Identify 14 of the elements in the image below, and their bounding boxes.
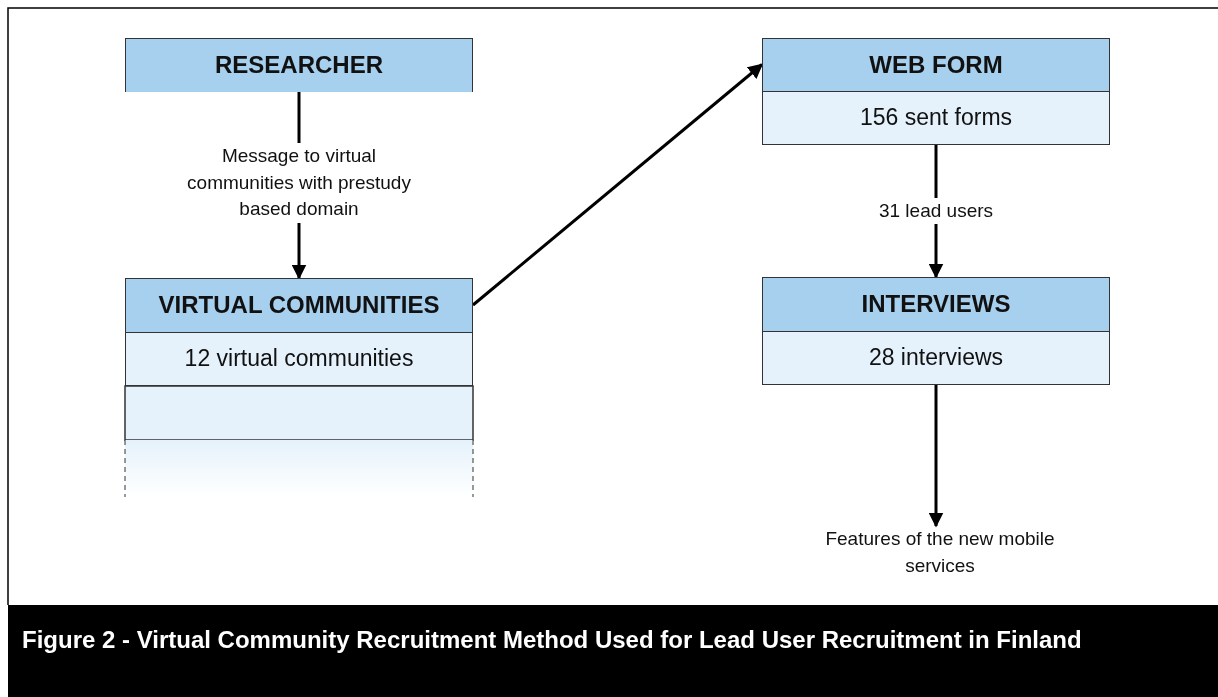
process-box — [762, 277, 1110, 385]
box-body: 156 sent forms — [763, 90, 1109, 144]
process-box — [125, 278, 473, 386]
output-text: Features of the new mobile services — [800, 526, 1080, 584]
box-header: INTERVIEWS — [763, 278, 1109, 331]
box-header: WEB FORM — [763, 39, 1109, 91]
figure-caption: Figure 2 - Virtual Community Recruitment Method Used for Lead User Recruitment in Finland — [8, 605, 1218, 697]
arrow — [928, 385, 944, 528]
box-header: RESEARCHER — [126, 39, 472, 92]
arrow — [472, 63, 764, 307]
box-body: 28 interviews — [763, 330, 1109, 384]
box-body: 12 virtual communities — [126, 331, 472, 385]
process-box — [762, 38, 1110, 145]
box-header: VIRTUAL COMMUNITIES — [126, 279, 472, 332]
